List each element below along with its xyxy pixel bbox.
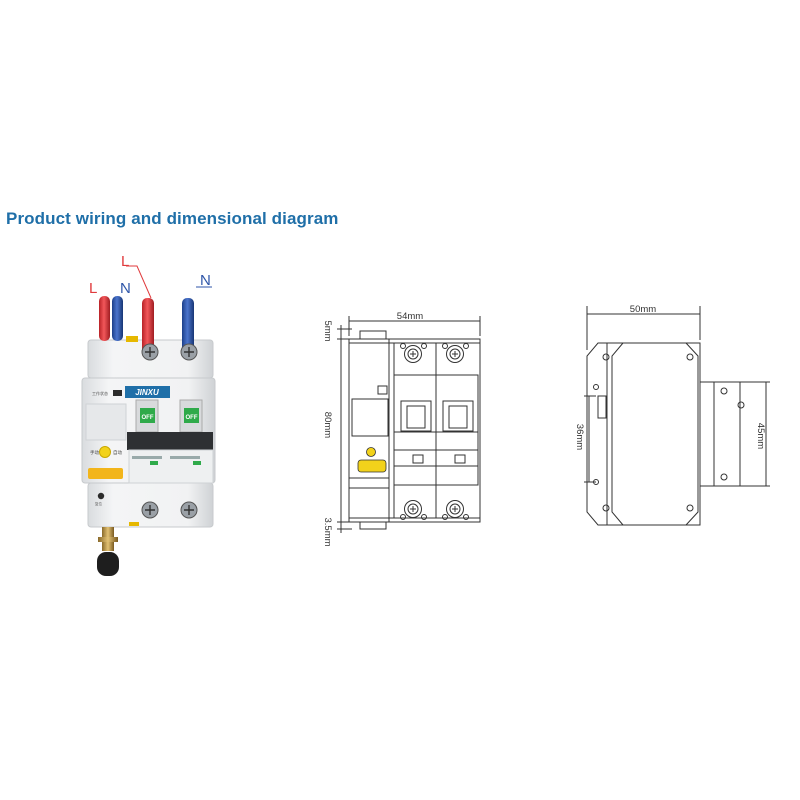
- wire-l-in: [99, 296, 110, 341]
- status-text: 工作状态: [92, 390, 108, 396]
- dim-front-bottom-gap: 3.5mm: [322, 517, 333, 546]
- toggle-left-text: OFF: [142, 415, 154, 421]
- dim-side-rail: 36mm: [574, 424, 585, 450]
- front-body-outline: [348, 338, 481, 523]
- input-clip: [126, 336, 138, 342]
- front-yellow-knob: [366, 447, 376, 457]
- toggle-right[interactable]: [184, 408, 199, 423]
- handle-bar: [127, 432, 213, 450]
- hose: [97, 552, 119, 576]
- front-screw-bl: [404, 500, 422, 518]
- front-top-cap: [359, 330, 387, 340]
- status-led: [113, 390, 122, 396]
- front-screw-tl: [404, 345, 422, 363]
- motor-module: [85, 403, 127, 441]
- wire-n-in: [112, 296, 123, 341]
- dim-front-width: 54mm: [397, 311, 423, 322]
- wire-n-out: [182, 298, 194, 354]
- manual-text: 手动: [90, 449, 99, 456]
- l-out-leader: [126, 265, 152, 299]
- brand-text: JINXU: [135, 388, 159, 397]
- page-title: Product wiring and dimensional diagram: [6, 209, 339, 228]
- label-l-out: L: [121, 253, 129, 270]
- toggle-right-text: OFF: [186, 415, 198, 421]
- toggle-left[interactable]: [140, 408, 155, 423]
- label-n-out: N: [200, 272, 211, 289]
- reset-text: 复位: [95, 501, 102, 506]
- front-yellow-slider: [357, 459, 387, 473]
- dim-side-depth: 50mm: [630, 304, 656, 315]
- label-l-in: L: [89, 280, 97, 297]
- auto-text: 自动: [113, 449, 122, 456]
- dim-front-top-gap: 5mm: [322, 320, 333, 341]
- front-screw-tr: [446, 345, 464, 363]
- wire-l-out: [142, 298, 154, 354]
- yellow-knob[interactable]: [99, 446, 111, 458]
- side-view: [584, 306, 770, 526]
- rating-panel: [128, 449, 214, 484]
- dim-side-body: 45mm: [755, 423, 766, 449]
- yellow-slider[interactable]: [88, 468, 123, 479]
- front-view: [337, 316, 481, 533]
- dim-front-height: 80mm: [322, 412, 333, 438]
- reset-button[interactable]: [97, 492, 105, 500]
- side-body-outline: [586, 342, 741, 526]
- front-screw-br: [446, 500, 464, 518]
- brand-plate: [125, 386, 170, 398]
- wiring-view: 工作状态 JINXU OFF OFF 手动 自动 复位: [81, 253, 216, 576]
- label-n-in: N: [120, 280, 131, 297]
